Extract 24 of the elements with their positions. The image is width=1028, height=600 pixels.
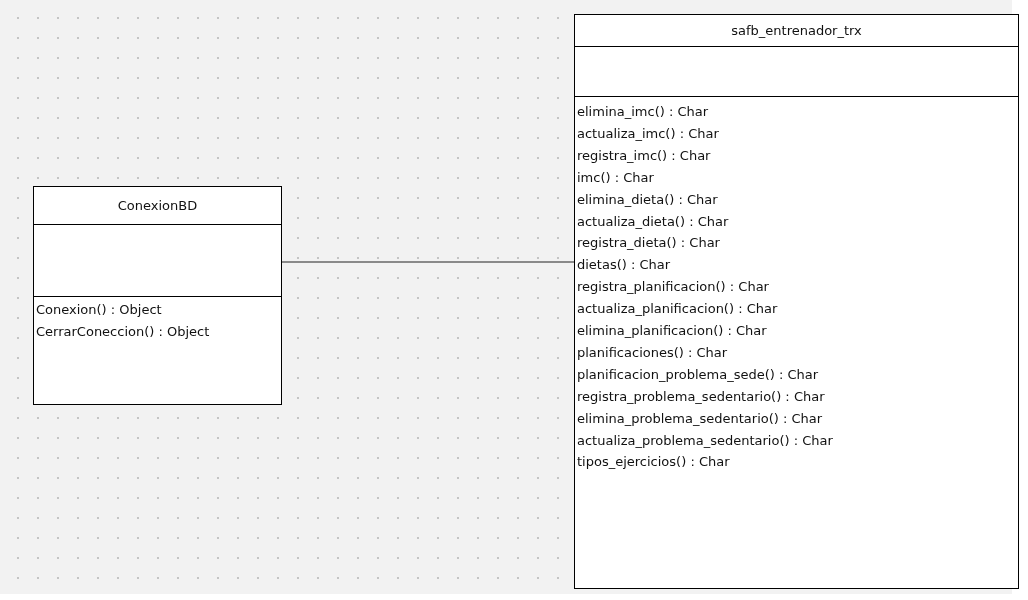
method-text: planificaciones() : Char (577, 343, 728, 362)
method-text: elimina_dieta() : Char (577, 190, 718, 209)
method-text: actualiza_imc() : Char (577, 124, 719, 143)
method-text: CerrarConeccion() : Object (36, 322, 210, 341)
method-text: actualiza_problema_sedentario() : Char (577, 431, 833, 450)
method-text: Conexion() : Object (36, 301, 162, 319)
class-box (33, 186, 282, 405)
method-text: planificacion_problema_sede() : Char (577, 365, 819, 384)
method-text: registra_planificacion() : Char (577, 278, 769, 297)
method-text: elimina_problema_sedentario() : Char (577, 409, 823, 428)
method-text: actualiza_dieta() : Char (577, 212, 729, 231)
method-text: tipos_ejercicios() : Char (577, 453, 730, 472)
method-text: dietas() : Char (577, 256, 671, 275)
method-text: actualiza_planificacion() : Char (577, 300, 778, 319)
method-text: registra_dieta() : Char (577, 234, 720, 253)
association-line (281, 261, 575, 263)
method-text: registra_imc() : Char (577, 146, 711, 165)
class-name: ConexionBD (117, 198, 198, 213)
class-box (574, 14, 1019, 589)
method-text: registra_problema_sedentario() : Char (577, 387, 825, 406)
class-name: safb_entrenador_trx (731, 23, 862, 38)
method-text: imc() : Char (577, 168, 654, 187)
method-text: elimina_imc() : Char (577, 103, 709, 121)
method-text: elimina_planificacion() : Char (577, 322, 767, 340)
